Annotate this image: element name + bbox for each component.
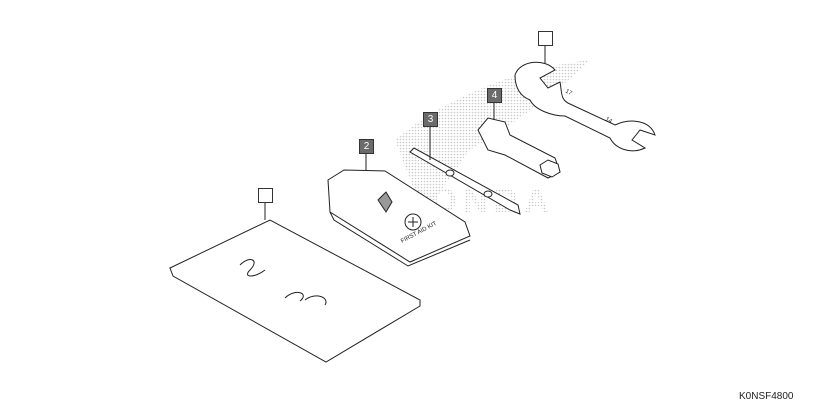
callout-envelope: [258, 188, 273, 203]
wrench-size-17: 17: [564, 89, 573, 98]
socket-wrench: [477, 103, 561, 179]
first-aid-kit-bag: FIRST AID KIT: [327, 153, 471, 267]
callout-3: 3: [423, 112, 438, 127]
owners-manual-envelope: [168, 202, 422, 363]
open-end-wrench: 17 14: [514, 46, 656, 152]
callout-wrench: [538, 31, 553, 46]
wrench-size-14: 14: [604, 117, 613, 126]
drawing-code: K0NSF4800: [739, 391, 794, 402]
callout-4: 4: [487, 88, 502, 103]
screwdriver: [409, 127, 521, 215]
callout-2: 2: [359, 139, 374, 154]
